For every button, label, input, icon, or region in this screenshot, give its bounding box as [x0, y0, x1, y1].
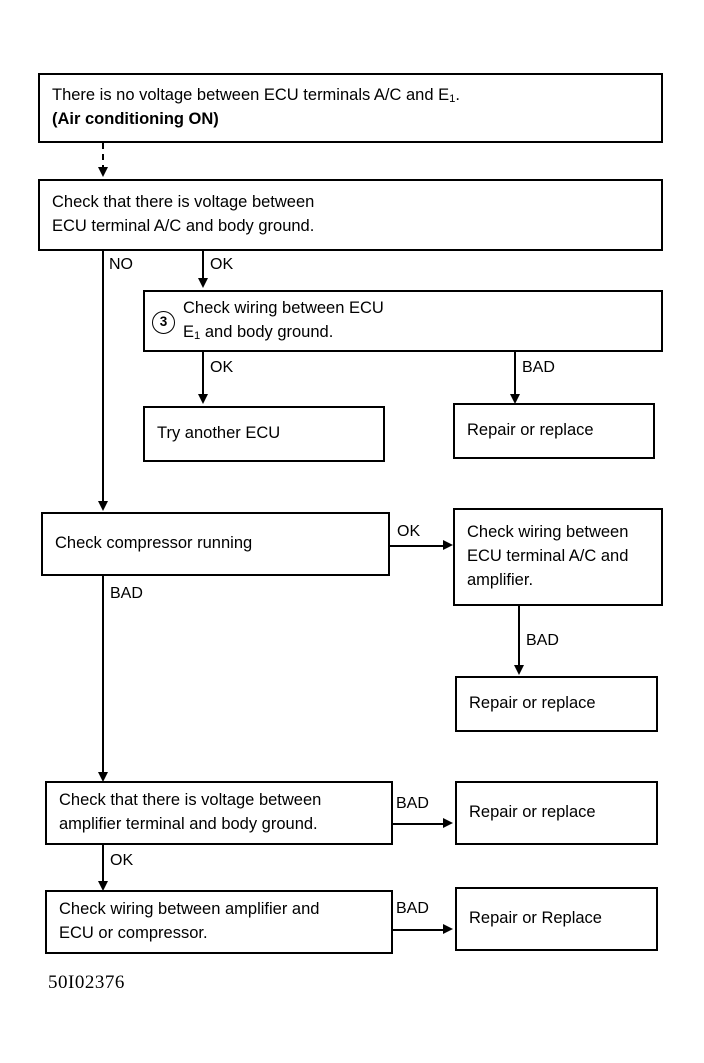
- arrowhead-ok-4: [98, 881, 108, 891]
- node-check-amp-voltage-line1: Check that there is voltage between: [59, 791, 322, 810]
- arrowhead-no-branch: [98, 501, 108, 511]
- connector-ok-4: [102, 845, 104, 884]
- arrowhead-symptom-to-check1: [98, 167, 108, 177]
- arrowhead-bad-3: [514, 665, 524, 675]
- edge-label-ok-3: OK: [397, 523, 421, 540]
- node-check-amp-ecu-wiring: Check wiring between amplifier and ECU o…: [45, 890, 393, 954]
- node-check-amp-wiring-line1: Check wiring between: [467, 523, 629, 542]
- node-repair-or-replace-4: Repair or Replace: [455, 887, 658, 951]
- node-symptom-line2: (Air conditioning ON): [52, 110, 219, 128]
- node-try-another-ecu: Try another ECU: [143, 406, 385, 462]
- connector-bad-4: [393, 823, 445, 825]
- node-check-ecu-voltage-line2: ECU terminal A/C and body ground.: [52, 217, 315, 235]
- node-symptom-line1: There is no voltage between ECU terminal…: [52, 86, 460, 106]
- edge-label-bad-1: BAD: [522, 359, 555, 376]
- node-check-compressor: Check compressor running: [41, 512, 390, 576]
- connector-symptom-to-check1: [102, 143, 104, 171]
- arrowhead-bad-2: [98, 772, 108, 782]
- figure-caption: 50I02376: [48, 972, 125, 993]
- edge-label-ok-2: OK: [210, 359, 234, 376]
- connector-bad-5: [393, 929, 445, 931]
- node-repair-or-replace-1-line1: Repair or replace: [467, 421, 594, 440]
- edge-label-ok-1: OK: [210, 256, 234, 273]
- node-check-amp-ecu-wiring-line1: Check wiring between amplifier and: [59, 900, 320, 919]
- edge-label-ok-4: OK: [110, 852, 134, 869]
- node-repair-or-replace-3: Repair or replace: [455, 781, 658, 845]
- edge-label-no-1: NO: [109, 256, 133, 273]
- node-check-amp-voltage: Check that there is voltage between ampl…: [45, 781, 393, 845]
- step-marker-3: 3: [152, 311, 175, 334]
- node-check-compressor-line1: Check compressor running: [55, 534, 253, 553]
- node-repair-or-replace-2-line1: Repair or replace: [469, 694, 596, 713]
- subscript-one: 1: [194, 330, 201, 343]
- connector-bad-3: [518, 606, 520, 667]
- node-repair-or-replace-3-line1: Repair or replace: [469, 803, 596, 822]
- edge-label-bad-2: BAD: [110, 585, 143, 602]
- node-repair-or-replace-2: Repair or replace: [455, 676, 658, 732]
- arrowhead-ok-2: [198, 394, 208, 404]
- node-try-another-ecu-line1: Try another ECU: [157, 424, 281, 443]
- node-check-amp-wiring-line3: amplifier.: [467, 570, 534, 589]
- arrowhead-bad-1: [510, 394, 520, 404]
- connector-bad-1: [514, 352, 516, 396]
- arrowhead-bad-5: [443, 924, 453, 934]
- node-check-ecu-ground-wiring-line2: E1 and body ground.: [183, 323, 334, 343]
- node-repair-or-replace-4-line1: Repair or Replace: [469, 909, 602, 928]
- edge-label-bad-5: BAD: [396, 900, 429, 917]
- node-check-ecu-ground-wiring-line1: Check wiring between ECU: [183, 299, 384, 318]
- node-repair-or-replace-1: Repair or replace: [453, 403, 655, 459]
- connector-ok-1: [202, 251, 204, 280]
- node-check-ecu-voltage: Check that there is voltage between ECU …: [38, 179, 663, 251]
- node-check-ecu-ground-wiring: Check wiring between ECU E1 and body gro…: [143, 290, 663, 352]
- connector-bad-2: [102, 576, 104, 772]
- node-check-amp-wiring: Check wiring between ECU terminal A/C an…: [453, 508, 663, 606]
- connector-ok-2: [202, 352, 204, 396]
- edge-label-bad-4: BAD: [396, 795, 429, 812]
- edge-label-bad-3: BAD: [526, 632, 559, 649]
- subscript-one: 1: [449, 93, 456, 106]
- node-check-ecu-voltage-line1: Check that there is voltage between: [52, 193, 315, 212]
- arrowhead-ok-1: [198, 278, 208, 288]
- node-check-amp-ecu-wiring-line2: ECU or compressor.: [59, 924, 208, 942]
- node-symptom: There is no voltage between ECU terminal…: [38, 73, 663, 143]
- connector-ok-3: [390, 545, 445, 547]
- node-check-amp-wiring-line2: ECU terminal A/C and: [467, 547, 629, 566]
- arrowhead-bad-4: [443, 818, 453, 828]
- connector-no-branch: [102, 251, 104, 501]
- node-check-amp-voltage-line2: amplifier terminal and body ground.: [59, 815, 318, 833]
- arrowhead-ok-3: [443, 540, 453, 550]
